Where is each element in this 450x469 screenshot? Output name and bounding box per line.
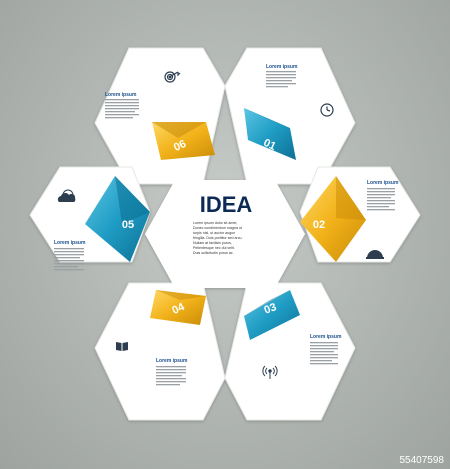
clock-icon: [320, 103, 334, 117]
tab-02: 02: [300, 176, 366, 262]
label-04: Lorem ipsum: [156, 358, 188, 364]
book-icon: [116, 342, 128, 351]
placeholder-lines-05: [54, 248, 84, 271]
placeholder-lines-01: [266, 71, 296, 88]
tab-05: 05: [85, 176, 150, 262]
tab-01: 01: [244, 108, 296, 160]
center-panel: [145, 180, 305, 288]
svg-text:Nullam at facilisis purus,: Nullam at facilisis purus,: [193, 241, 232, 245]
tab-06: 06: [152, 122, 215, 160]
svg-text:01: 01: [261, 137, 277, 153]
svg-text:fringilla. Duis porttitor sed: fringilla. Duis porttitor sed arcu.: [193, 236, 243, 240]
svg-text:05: 05: [122, 219, 134, 231]
antenna-icon: [262, 365, 278, 379]
label-06: Lorem ipsum: [105, 92, 137, 98]
tab-03: 03: [244, 290, 300, 340]
placeholder-lines-04: [156, 366, 186, 386]
svg-text:turpis nisl, ut auctor augue: turpis nisl, ut auctor augue: [193, 231, 235, 235]
placeholder-lines-03: [310, 342, 338, 365]
svg-text:Lorem ipsum dolor sit amet,: Lorem ipsum dolor sit amet,: [193, 221, 237, 225]
placeholder-lines-06: [105, 99, 139, 119]
label-05: Lorem ipsum: [54, 240, 86, 246]
idea-body: Lorem ipsum dolor sit amet, Donec condim…: [193, 221, 243, 255]
watermark-id: 55407598: [399, 455, 445, 466]
svg-text:Pellentesque nec dui velit.: Pellentesque nec dui velit.: [193, 246, 235, 250]
label-02: Lorem ipsum: [367, 180, 399, 186]
svg-text:04: 04: [170, 301, 187, 317]
svg-text:03: 03: [263, 301, 279, 316]
svg-text:Duis sollicitudin purus ac.: Duis sollicitudin purus ac.: [193, 251, 234, 255]
hex-card-06: [94, 47, 226, 185]
svg-text:06: 06: [172, 138, 188, 154]
idea-title: IDEA: [200, 192, 253, 217]
cloud-sun-icon: [57, 189, 76, 202]
tab-04: 04: [150, 290, 206, 325]
svg-text:Donec condimentum magna ut: Donec condimentum magna ut: [193, 226, 242, 230]
person-icon: [366, 250, 384, 259]
svg-text:02: 02: [313, 219, 325, 231]
label-03: Lorem ipsum: [310, 334, 342, 340]
placeholder-lines-02: [367, 188, 395, 211]
label-01: Lorem ipsum: [266, 64, 298, 70]
target-icon: [164, 71, 181, 83]
